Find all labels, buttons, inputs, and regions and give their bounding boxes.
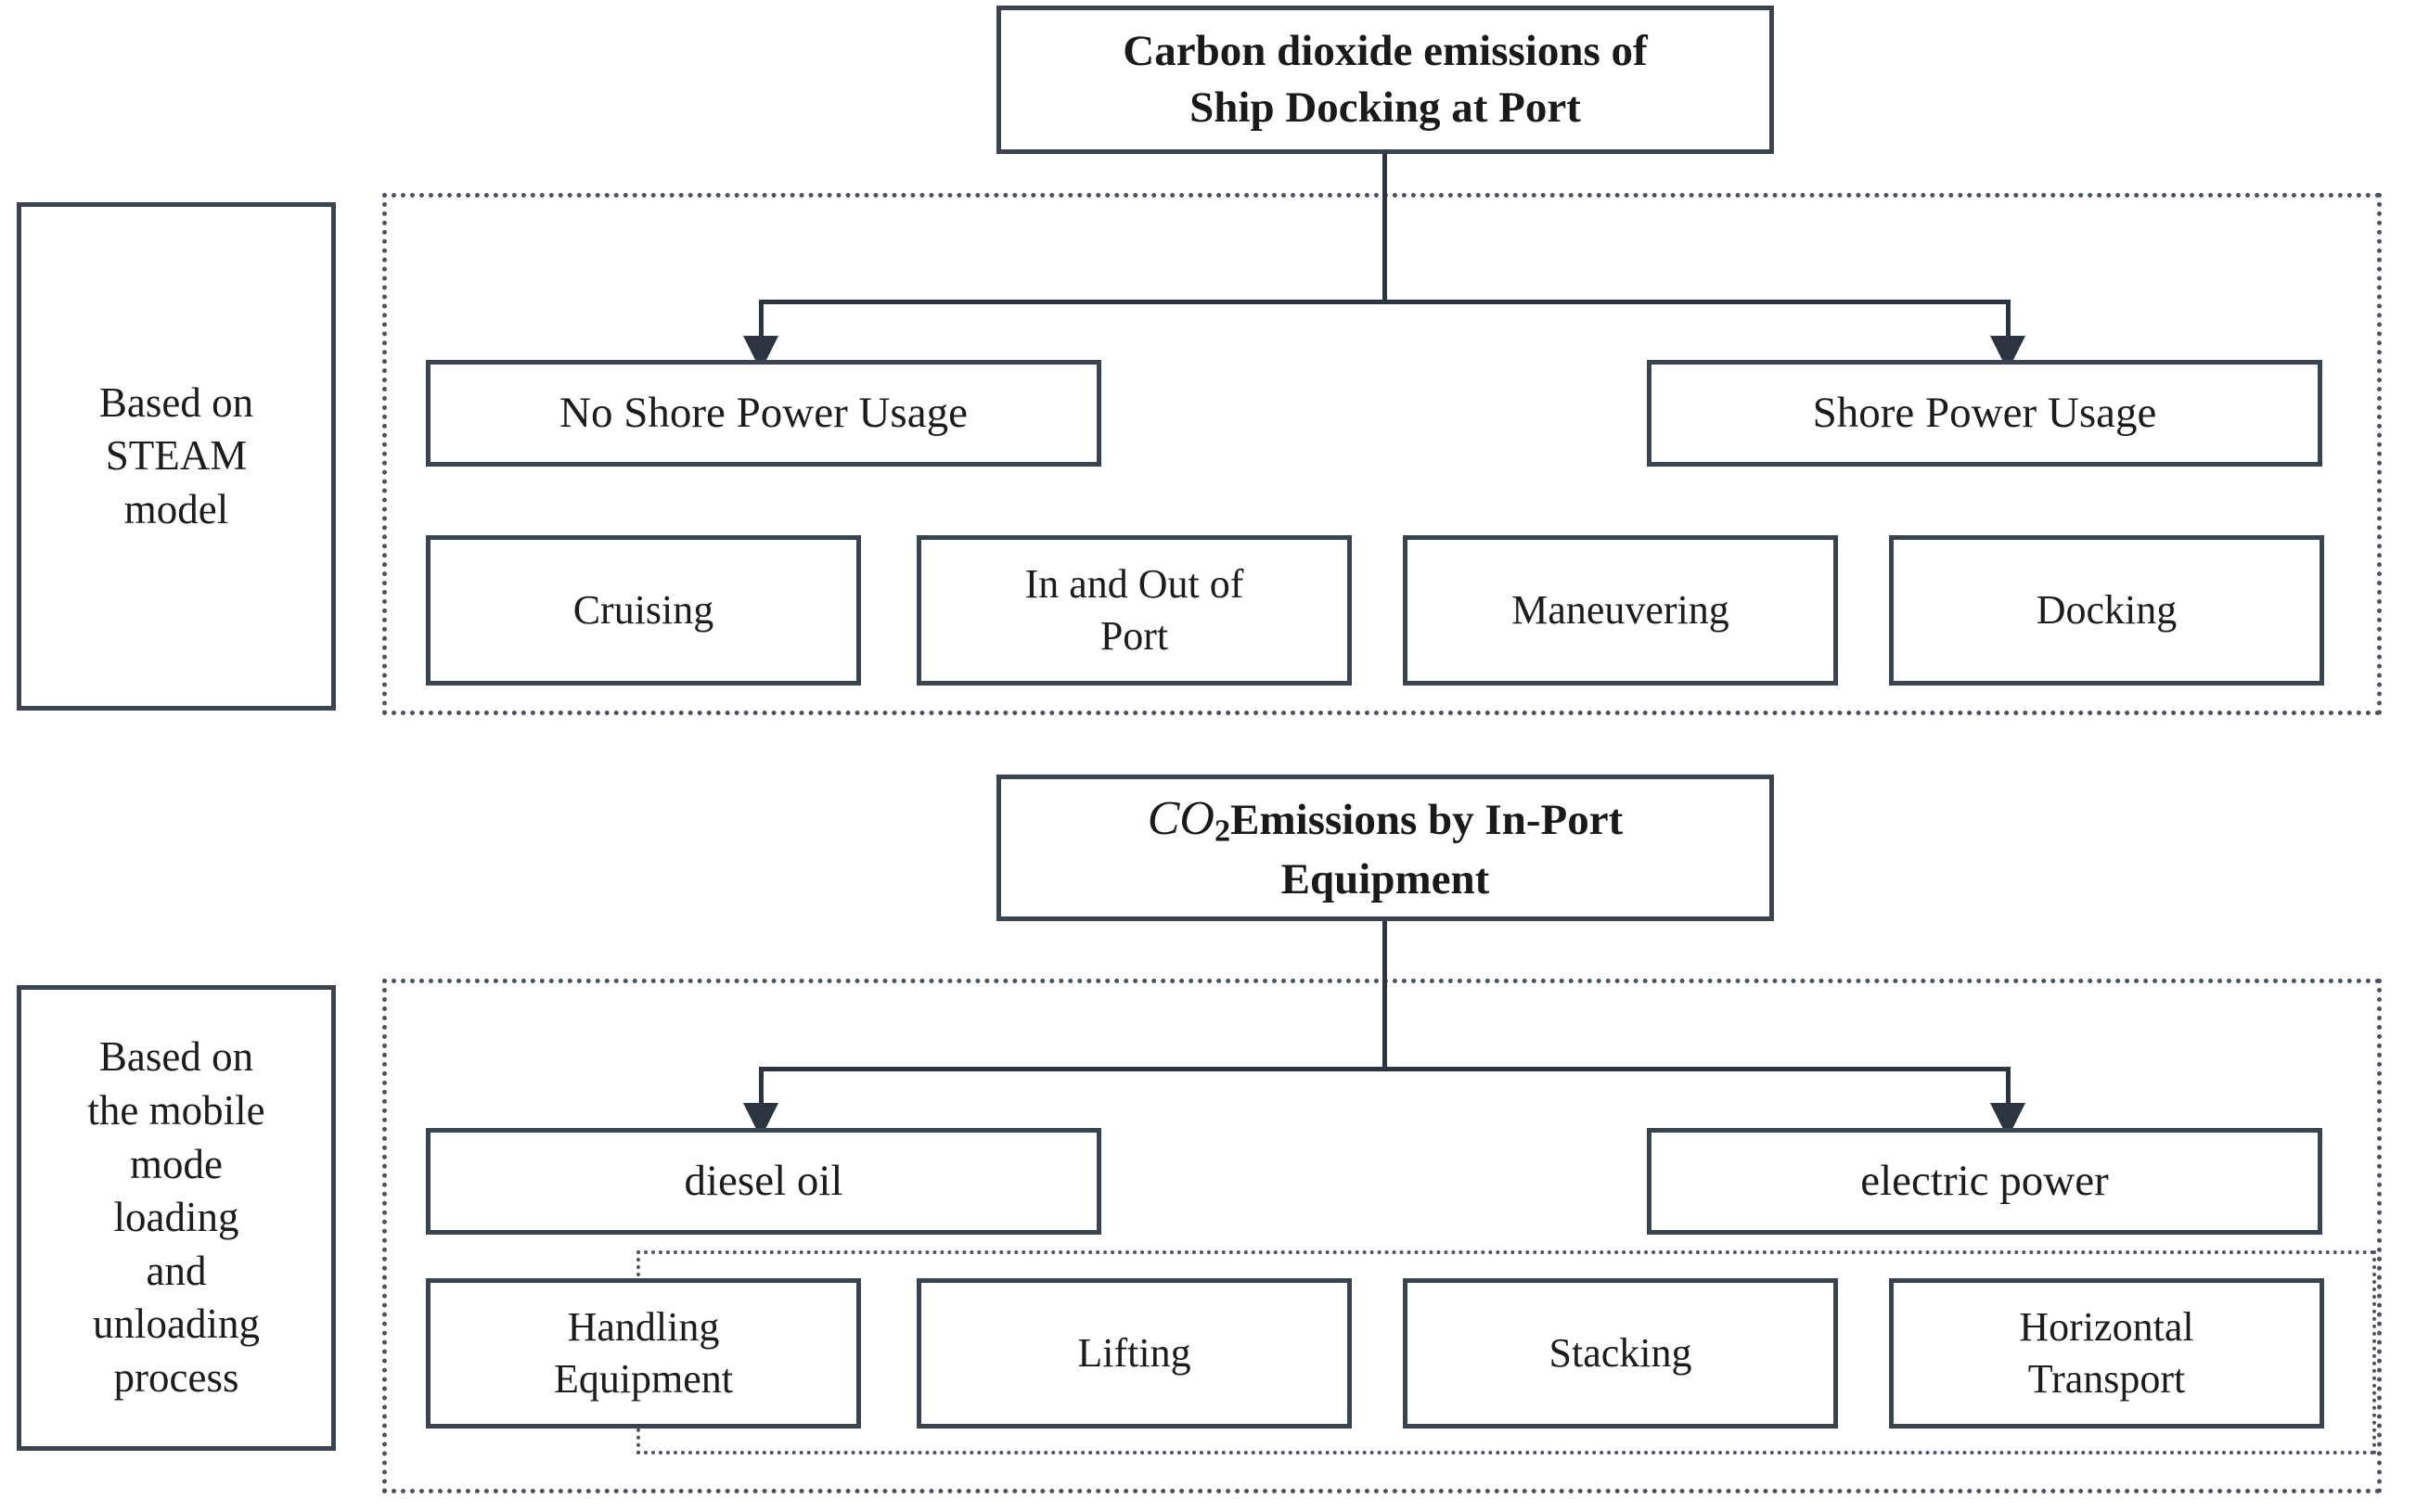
side-label-mobile-mode: Based on the mobile mode loading and unl… xyxy=(17,985,336,1451)
leaf-docking-label: Docking xyxy=(2036,586,2178,633)
connector-root-stem-2 xyxy=(1382,921,1387,1070)
leaf-horizontal-transport: Horizontal Transport xyxy=(1889,1278,2324,1429)
branch-no-shore-power-usage: No Shore Power Usage xyxy=(426,360,1101,467)
branch-diesel-oil-label: diesel oil xyxy=(684,1157,843,1206)
leaf-maneuvering: Maneuvering xyxy=(1403,535,1838,686)
leaf-lifting-label: Lifting xyxy=(1077,1329,1191,1376)
leaf-cruising-label: Cruising xyxy=(572,586,714,633)
side-label-steam-model-text: Based on STEAM model xyxy=(98,378,254,532)
leaf-docking: Docking xyxy=(1889,535,2324,686)
side-label-steam-model: Based on STEAM model xyxy=(17,202,336,711)
leaf-in-and-out-of-port: In and Out of Port xyxy=(917,535,1352,686)
branch-shore-power-usage-label: Shore Power Usage xyxy=(1812,389,2157,438)
branch-electric-power: electric power xyxy=(1647,1128,2322,1235)
connector-left-drop-1 xyxy=(759,300,764,342)
branch-no-shore-power-usage-label: No Shore Power Usage xyxy=(559,389,968,438)
root-node-ship-docking xyxy=(996,6,1774,154)
branch-diesel-oil: diesel oil xyxy=(426,1128,1101,1235)
leaf-stacking: Stacking xyxy=(1403,1278,1838,1429)
root-node-in-port-equipment xyxy=(996,775,1774,921)
side-label-mobile-mode-text: Based on the mobile mode loading and unl… xyxy=(87,1033,265,1401)
branch-electric-power-label: electric power xyxy=(1860,1157,2109,1206)
connector-root-stem-1 xyxy=(1382,154,1387,302)
leaf-maneuvering-label: Maneuvering xyxy=(1511,586,1729,633)
connector-right-drop-1 xyxy=(2006,300,2011,342)
leaf-handling-equipment-label: Handling Equipment xyxy=(553,1303,734,1402)
leaf-stacking-label: Stacking xyxy=(1549,1329,1692,1376)
leaf-lifting: Lifting xyxy=(917,1278,1352,1429)
leaf-handling-equipment: Handling Equipment xyxy=(426,1278,861,1429)
leaf-horizontal-transport-label: Horizontal Transport xyxy=(2019,1303,2194,1402)
connector-left-drop-2 xyxy=(759,1067,764,1109)
leaf-in-and-out-of-port-label: In and Out of Port xyxy=(1024,560,1244,659)
connector-root-bar-1 xyxy=(761,300,2010,304)
connector-right-drop-2 xyxy=(2006,1067,2011,1109)
leaf-cruising: Cruising xyxy=(426,535,861,686)
connector-root-bar-2 xyxy=(761,1067,2010,1071)
branch-shore-power-usage: Shore Power Usage xyxy=(1647,360,2322,467)
